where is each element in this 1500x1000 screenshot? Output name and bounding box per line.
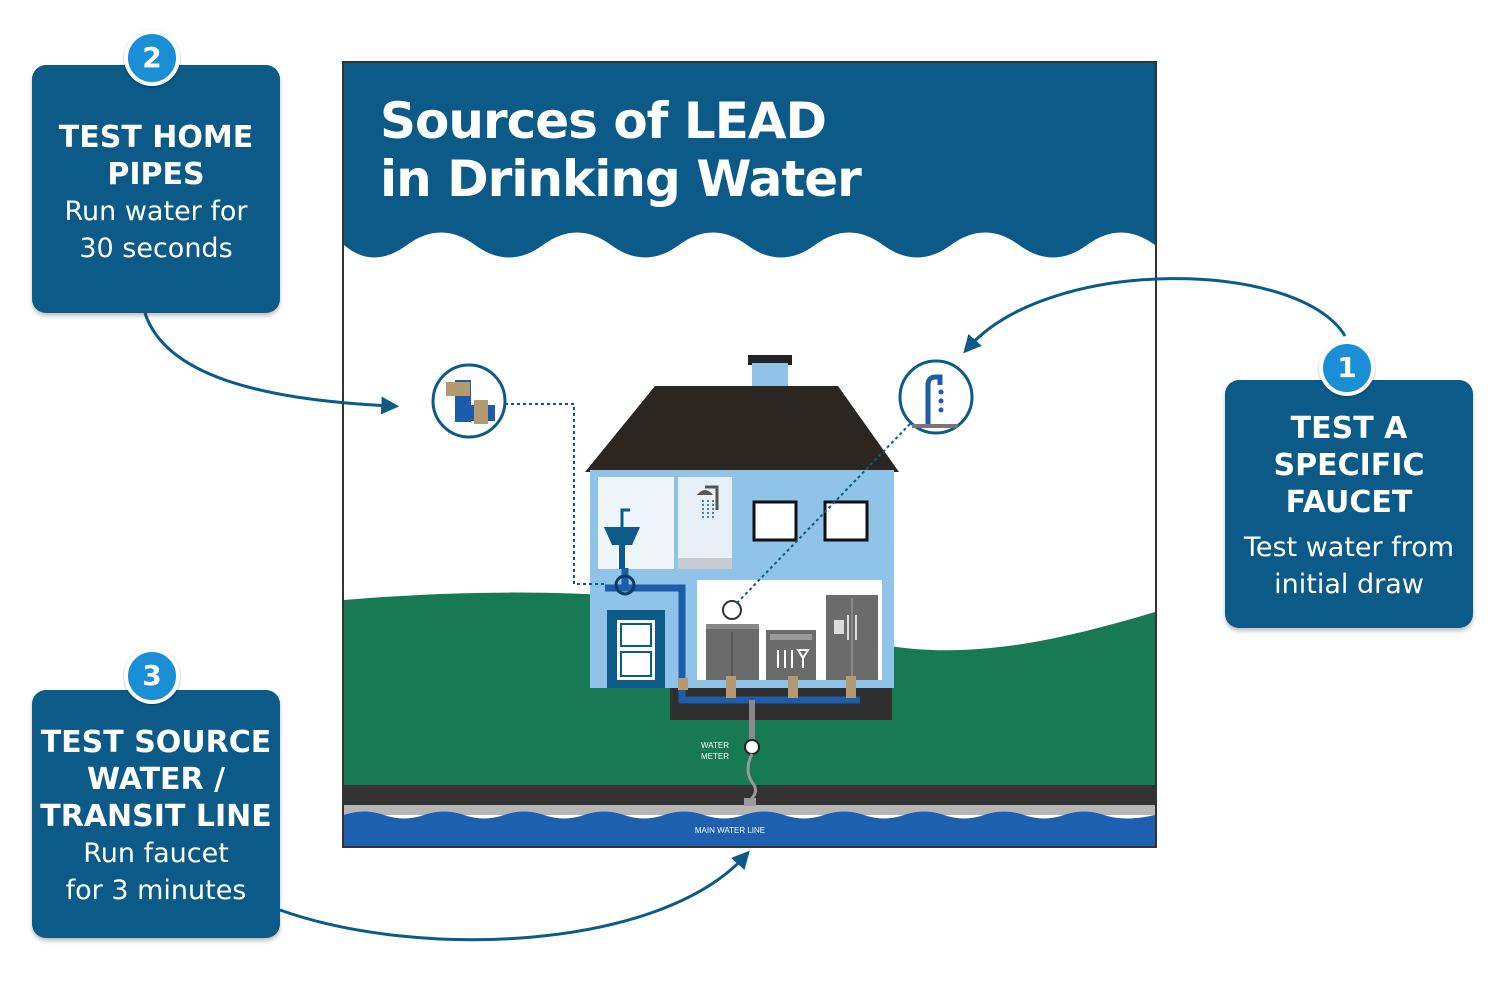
callout-2-heading: TEST HOME PIPES xyxy=(58,120,254,192)
step-1-badge: 1 xyxy=(1319,340,1375,396)
title-line-2: in Drinking Water xyxy=(380,150,862,208)
page-title: Sources of LEAD in Drinking Water xyxy=(380,92,862,208)
window-right xyxy=(823,500,869,542)
callout-3-heading: TEST SOURCE WATER / TRANSIT LINE xyxy=(40,725,272,834)
soil-strip xyxy=(344,785,1155,805)
foundation xyxy=(670,688,892,720)
house xyxy=(585,355,899,806)
sink-icon xyxy=(604,508,640,569)
callout-3-detail: Run faucet for 3 minutes xyxy=(65,838,247,906)
callout-test-source-water: TEST SOURCE WATER / TRANSIT LINE Run fau… xyxy=(32,690,280,938)
door-icon xyxy=(607,610,665,688)
window-left xyxy=(752,500,798,542)
callout-1-heading: TEST A SPECIFIC FAUCET xyxy=(1273,411,1425,520)
water-meter-label: WATER METER xyxy=(701,741,729,761)
callout-test-specific-faucet: TEST A SPECIFIC FAUCET Test water from i… xyxy=(1225,380,1473,628)
refrigerator-icon xyxy=(826,595,878,680)
arrow-from-callout-1 xyxy=(963,277,1347,354)
step-3-badge: 3 xyxy=(124,648,180,704)
kitchen-faucet xyxy=(722,600,742,620)
pipe-joint-icon xyxy=(431,363,605,585)
header-band xyxy=(344,63,1155,258)
callout-1-detail: Test water from initial draw xyxy=(1243,532,1455,600)
pipe-strip xyxy=(344,805,1155,815)
callout-test-home-pipes: TEST HOME PIPES Run water for 30 seconds xyxy=(32,65,280,313)
step-2-badge: 2 xyxy=(124,30,180,86)
arrow-from-callout-3 xyxy=(279,850,750,942)
faucet-icon xyxy=(735,359,974,605)
roof xyxy=(585,386,899,472)
dishwasher-icon xyxy=(766,630,816,680)
plumbing xyxy=(605,568,860,746)
main-water-line-label: MAIN WATER LINE xyxy=(694,826,766,835)
arrow-from-callout-2 xyxy=(143,312,400,415)
title-line-1: Sources of LEAD xyxy=(380,92,827,150)
water-meter-icon xyxy=(744,739,760,806)
water-strip xyxy=(344,811,1155,846)
callout-2-detail: Run water for 30 seconds xyxy=(64,196,248,264)
shower-icon xyxy=(697,485,719,518)
